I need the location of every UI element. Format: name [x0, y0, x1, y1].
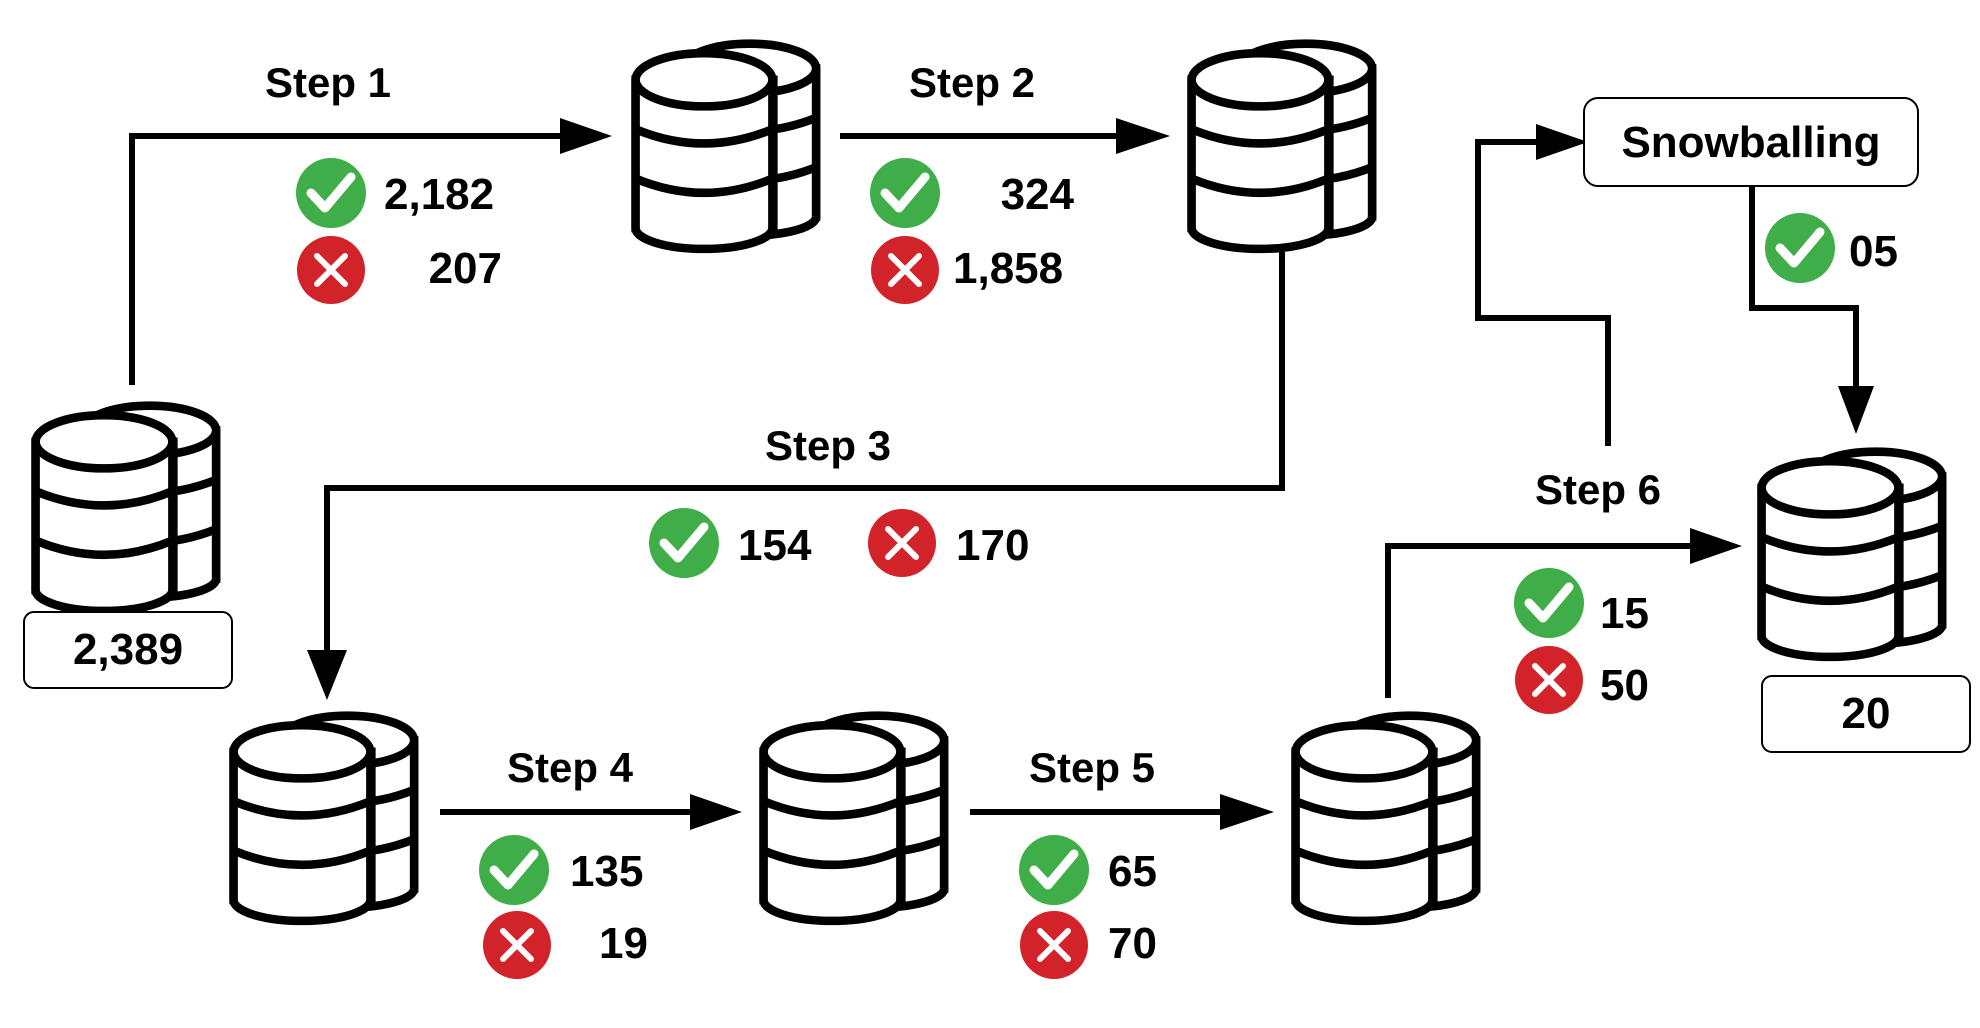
- database-icon: [636, 44, 817, 249]
- database-icon: [1192, 44, 1373, 249]
- source-count: 2,389: [73, 625, 183, 674]
- x-circle-icon: [297, 236, 365, 304]
- snowballing-accepted-count: 05: [1849, 227, 1898, 276]
- edge-step-3: [324, 252, 1285, 668]
- accepted-count: 324: [1001, 170, 1075, 219]
- snowballing-box: Snowballing: [1583, 97, 1919, 187]
- check-circle-icon: [870, 158, 940, 228]
- database-icon: [1296, 716, 1477, 921]
- database-icon: [764, 716, 945, 921]
- database-icon: [1762, 452, 1943, 657]
- snowballing-label: Snowballing: [1621, 118, 1880, 167]
- check-circle-icon: [649, 508, 719, 578]
- accepted-count: 65: [1108, 847, 1157, 896]
- arrowhead: [560, 118, 612, 154]
- final-count-box: 20: [1761, 675, 1971, 753]
- x-circle-icon: [483, 911, 551, 979]
- edge-from-snowballing: [1749, 186, 1859, 394]
- check-circle-icon: [296, 158, 366, 228]
- database-icon: [234, 716, 415, 921]
- arrowhead: [1690, 528, 1742, 564]
- arrowhead: [1116, 118, 1170, 154]
- x-circle-icon: [1020, 911, 1088, 979]
- check-circle-icon: [1019, 835, 1089, 905]
- accepted-count: 135: [570, 847, 643, 896]
- step-label: Step 6: [1535, 466, 1661, 513]
- rejected-count: 19: [599, 919, 648, 968]
- source-count-box: 2,389: [23, 611, 233, 689]
- x-circle-icon: [868, 509, 936, 577]
- x-circle-icon: [1515, 646, 1583, 714]
- database-icon: [36, 406, 217, 611]
- step-label: Step 5: [1029, 744, 1155, 791]
- connectors: [129, 118, 1874, 830]
- x-circle-icon: [871, 236, 939, 304]
- rejected-count: 170: [956, 521, 1029, 570]
- step-label: Step 1: [265, 59, 391, 106]
- rejected-count: 50: [1600, 661, 1649, 710]
- arrowhead: [307, 650, 347, 700]
- step-label: Step 2: [909, 59, 1035, 106]
- arrowhead: [1536, 124, 1588, 160]
- edge-step-6: [1385, 543, 1696, 698]
- step-label: Step 4: [507, 744, 634, 791]
- rejected-count: 70: [1108, 919, 1157, 968]
- edge-to-snowballing: [1475, 139, 1611, 446]
- rejected-count: 207: [429, 244, 502, 293]
- step-label: Step 3: [765, 422, 891, 469]
- arrowhead: [690, 794, 742, 830]
- check-circle-icon: [1765, 213, 1835, 283]
- check-circle-icon: [1514, 568, 1584, 638]
- final-count: 20: [1842, 689, 1891, 738]
- edge-step-1: [129, 133, 600, 385]
- arrowhead: [1838, 386, 1874, 434]
- arrowhead: [1220, 794, 1274, 830]
- rejected-count: 1,858: [953, 244, 1063, 293]
- check-circle-icon: [479, 835, 549, 905]
- accepted-count: 2,182: [384, 170, 494, 219]
- accepted-count: 154: [738, 521, 812, 570]
- accepted-count: 15: [1600, 589, 1649, 638]
